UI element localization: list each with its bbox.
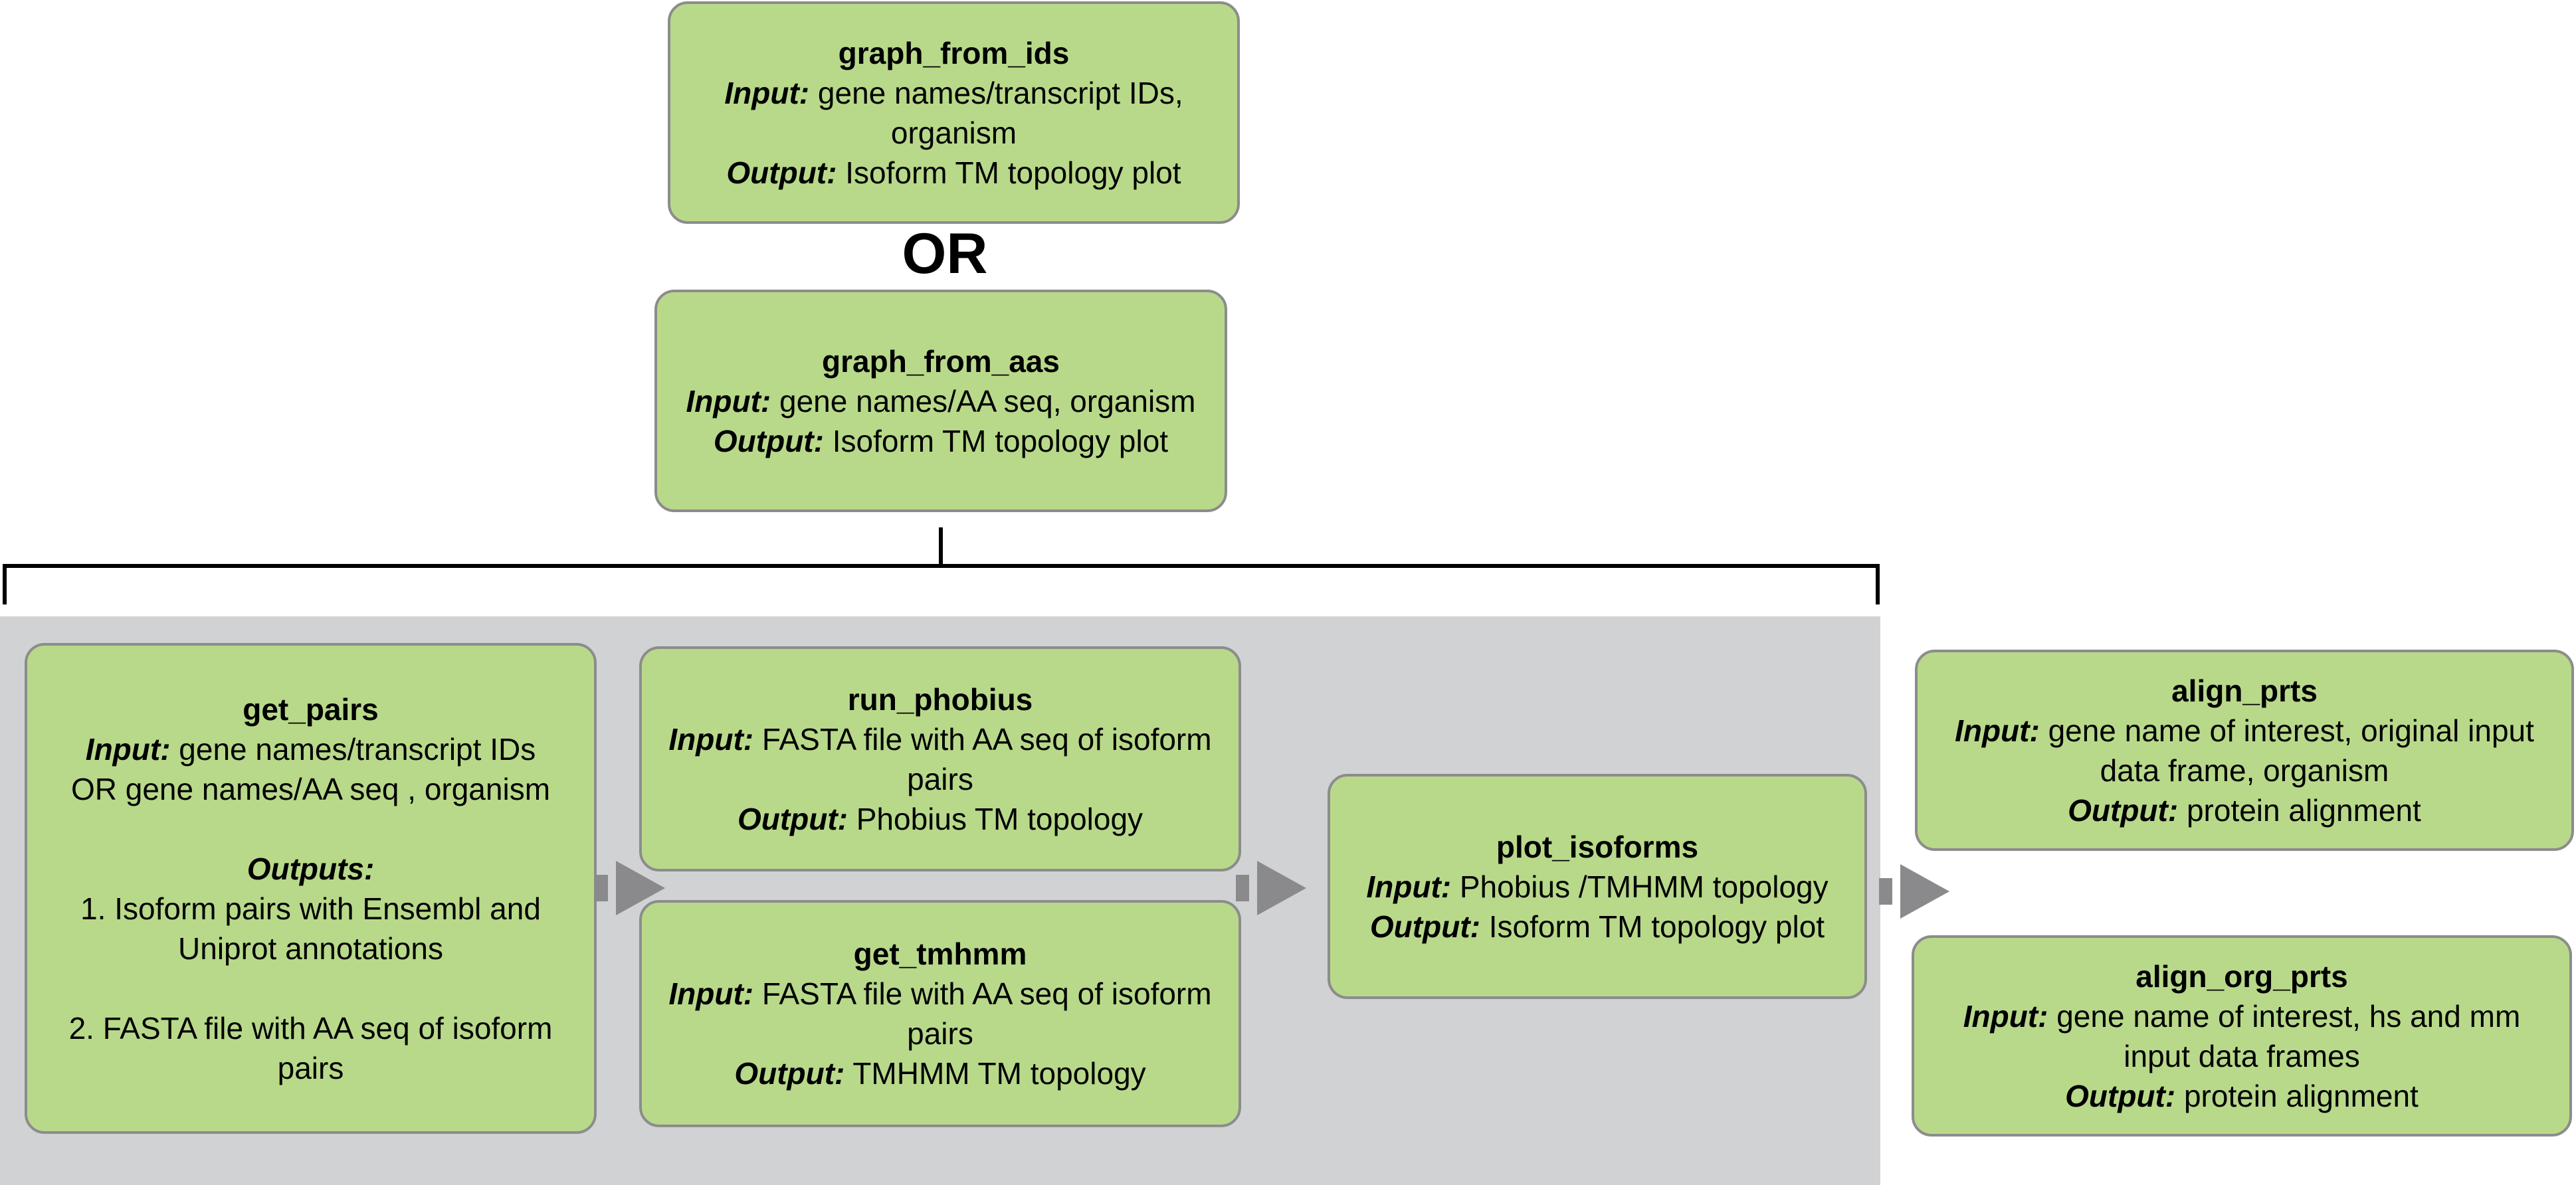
output-text: Phobius TM topology [856, 801, 1143, 836]
node-title: align_prts [2171, 673, 2318, 708]
input-text: gene names/transcript IDs, [817, 75, 1183, 110]
input-text: Phobius /TMHMM topology [1459, 869, 1829, 904]
input-label: Input: [668, 976, 754, 1011]
output-2-line2: pairs [277, 1050, 344, 1085]
node-output: Output: protein alignment [2068, 790, 2421, 830]
node-graph-from-ids: graph_from_ids Input: gene names/transcr… [668, 1, 1240, 224]
node-output: Output: Isoform TM topology plot [714, 421, 1168, 461]
input-label: Input: [1366, 869, 1452, 904]
node-output: Output: Phobius TM topology [738, 799, 1143, 839]
node-output: Output: TMHMM TM topology [734, 1053, 1145, 1093]
input-label: Input: [724, 75, 810, 110]
input-text: gene name of interest, original input [2048, 713, 2534, 748]
output-label: Output: [713, 423, 824, 458]
input-text-line2: data frame, organism [2100, 753, 2389, 788]
node-input: Input: gene name of interest, hs and mm [1963, 996, 2521, 1036]
output-2-line1: 2. FASTA file with AA seq of isoform [68, 1010, 553, 1046]
input-text: gene name of interest, hs and mm [2056, 998, 2521, 1034]
node-title: get_tmhmm [853, 937, 1027, 971]
node-align-org-prts: align_org_prts Input: gene name of inter… [1912, 935, 2572, 1137]
node-output: Output: Isoform TM topology plot [726, 153, 1181, 193]
arrow-right-icon [595, 861, 665, 915]
node-title: graph_from_aas [822, 343, 1060, 379]
node-get-pairs: get_pairs Input: gene names/transcript I… [25, 643, 597, 1134]
outputs-label: Outputs: [247, 851, 375, 886]
node-input: Input: Phobius /TMHMM topology [1366, 867, 1828, 907]
output-text: protein alignment [2183, 1078, 2419, 1113]
output-label: Output: [1369, 909, 1480, 944]
node-output: Output: protein alignment [2065, 1076, 2419, 1116]
output-text: Isoform TM topology plot [845, 155, 1181, 190]
node-plot-isoforms: plot_isoforms Input: Phobius /TMHMM topo… [1328, 774, 1867, 999]
input-label: Input: [1963, 998, 2048, 1034]
output-1-line1: 1. Isoform pairs with Ensembl and [80, 891, 541, 926]
input-text: FASTA file with AA seq of isoform [761, 976, 1212, 1011]
output-text: Isoform TM topology plot [832, 423, 1169, 458]
output-label: Output: [2068, 792, 2179, 828]
input-label: Input: [85, 731, 171, 767]
output-label: Output: [734, 1056, 845, 1091]
input-text-line2: organism [890, 115, 1017, 150]
output-text: TMHMM TM topology [852, 1056, 1146, 1091]
output-label: Output: [726, 155, 837, 190]
output-text: Isoform TM topology plot [1488, 909, 1825, 944]
node-input: Input: gene names/transcript IDs, [724, 73, 1183, 113]
node-output: Output: Isoform TM topology plot [1370, 907, 1825, 947]
node-title: graph_from_ids [838, 35, 1070, 70]
node-get-tmhmm: get_tmhmm Input: FASTA file with AA seq … [639, 900, 1241, 1127]
input-text-line2: input data frames [2124, 1038, 2360, 1073]
node-graph-from-aas: graph_from_aas Input: gene names/AA seq,… [654, 290, 1227, 512]
node-input: Input: gene names/AA seq, organism [686, 381, 1196, 421]
input-text-line2: pairs [907, 761, 973, 796]
input-text-line2: pairs [907, 1016, 973, 1051]
input-label: Input: [1955, 713, 2040, 748]
node-title: align_org_prts [2135, 958, 2348, 994]
node-input: Input: FASTA file with AA seq of isoform [668, 719, 1211, 759]
input-text-line2: OR gene names/AA seq , organism [70, 771, 551, 806]
node-title: get_pairs [243, 691, 379, 727]
node-input: Input: FASTA file with AA seq of isoform [668, 974, 1211, 1014]
node-run-phobius: run_phobius Input: FASTA file with AA se… [639, 646, 1241, 871]
or-label: OR [902, 222, 988, 286]
input-text: gene names/AA seq, organism [779, 383, 1196, 418]
input-text: FASTA file with AA seq of isoform [761, 721, 1212, 757]
output-text: protein alignment [2186, 792, 2421, 828]
output-label: Output: [2065, 1078, 2176, 1113]
node-title: run_phobius [847, 682, 1033, 717]
node-input: Input: gene name of interest, original i… [1955, 711, 2534, 751]
node-title: plot_isoforms [1496, 829, 1699, 864]
arrow-right-icon [1236, 861, 1306, 915]
input-label: Input: [686, 383, 771, 418]
output-1-line2: Uniprot annotations [178, 931, 443, 966]
input-label: Input: [668, 721, 754, 757]
node-align-prts: align_prts Input: gene name of interest,… [1915, 650, 2574, 851]
arrow-right-icon [1879, 864, 1949, 919]
output-label: Output: [737, 801, 848, 836]
node-input: Input: gene names/transcript IDs [86, 729, 536, 769]
input-text: gene names/transcript IDs [179, 731, 536, 767]
